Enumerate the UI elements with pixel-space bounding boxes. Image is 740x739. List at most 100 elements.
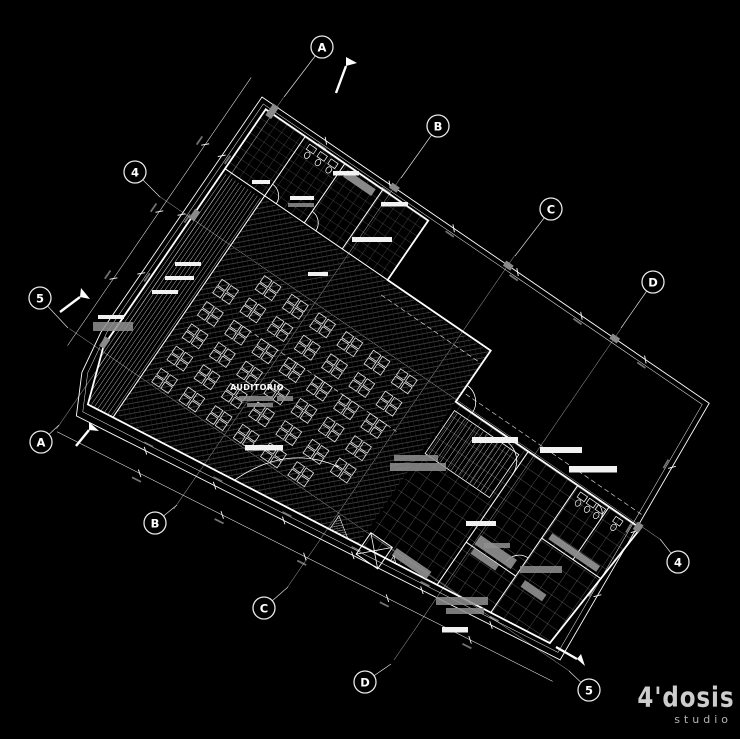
bubble-circle: [143, 511, 167, 535]
seat: [211, 307, 224, 320]
door-swing-arc: [506, 440, 518, 475]
step-line: [465, 438, 495, 481]
callout-label-blur: [165, 276, 194, 280]
seat: [220, 390, 234, 403]
seat: [310, 375, 324, 388]
seat: [262, 407, 276, 421]
logo-wordmark: 4'dosis: [636, 680, 734, 714]
ramp-line: [94, 186, 246, 407]
bubble-label: 5: [36, 291, 44, 305]
seat: [286, 293, 300, 307]
seat: [205, 314, 219, 328]
seat-unit: [345, 435, 372, 462]
step-line: [428, 413, 458, 456]
seat: [295, 397, 309, 411]
room-label-auditorio: AUDITORIO: [230, 383, 284, 392]
ramp-line: [81, 178, 233, 399]
grid-bubble-5: 5: [568, 670, 601, 702]
dimension-text-blur: [445, 230, 455, 238]
ramp-line: [110, 197, 261, 418]
callout-label-blur: [333, 171, 359, 176]
seat: [404, 374, 418, 387]
seat: [321, 360, 334, 374]
step-line: [462, 436, 491, 478]
seat: [245, 374, 258, 387]
seat: [345, 344, 359, 358]
flag-triangle-icon: [346, 57, 357, 66]
grid-bubble-B: B: [143, 504, 178, 535]
callout-label-blur: [381, 202, 408, 207]
seat: [210, 405, 224, 418]
dimension-text-blur: [212, 476, 223, 483]
bubble-circle: [577, 678, 601, 702]
seat-unit: [390, 368, 418, 395]
seat: [314, 389, 328, 402]
boundary-tick: [109, 277, 118, 280]
seat: [338, 394, 351, 407]
ramp-line: [100, 191, 252, 412]
ramp-line: [103, 193, 255, 414]
dimension-text-blur: [636, 361, 647, 369]
seat: [223, 348, 236, 361]
seat: [354, 448, 367, 462]
dimension-text-blur: [195, 135, 204, 146]
seat-unit: [239, 297, 267, 324]
logo-subtitle: studio: [674, 713, 732, 726]
bubble-label: C: [547, 202, 555, 216]
seat-unit: [208, 341, 236, 368]
seat: [248, 311, 262, 324]
seat-unit: [212, 278, 240, 305]
grid-bubble-A: A: [29, 424, 60, 454]
bubble-circle: [28, 286, 52, 310]
seat: [186, 323, 200, 336]
toilet-bowl: [325, 166, 332, 174]
seat: [274, 448, 287, 462]
boundary-tick: [452, 224, 455, 233]
bubble-label: B: [434, 119, 443, 133]
seat: [196, 308, 210, 321]
shaft-box: [355, 532, 394, 570]
boundary-tick: [644, 355, 647, 364]
dimension-text-blur: [508, 274, 519, 282]
section-flag: [555, 645, 585, 666]
seat: [260, 449, 273, 463]
seat: [322, 416, 336, 429]
roof-projection-dashed: [380, 294, 481, 363]
seat: [171, 345, 185, 358]
curved-aisle-line: [230, 457, 339, 484]
seat: [275, 427, 289, 440]
furniture-block: [391, 548, 432, 580]
callout-label-blur: [352, 237, 392, 242]
seat: [280, 322, 294, 335]
counter-bottom: [548, 533, 601, 572]
seat: [239, 304, 253, 318]
boundary-tick: [580, 311, 583, 320]
seat: [307, 340, 321, 354]
seat: [224, 327, 237, 340]
seat: [359, 441, 372, 454]
callout-label-blur: [466, 521, 496, 526]
seat: [305, 383, 319, 396]
seat-unit: [329, 457, 357, 484]
bubble-circle: [29, 430, 53, 454]
seat: [212, 286, 225, 299]
column-marker: [609, 333, 621, 344]
callout-label-blur: [98, 315, 124, 319]
seat: [309, 319, 322, 333]
seat: [233, 333, 246, 346]
bubble-label: 4: [131, 165, 139, 179]
room-label-blur: [239, 396, 273, 401]
toilet-bowl: [314, 159, 322, 167]
annotation-text-blocks: [93, 171, 617, 633]
dimension-text-blur: [296, 559, 307, 566]
seat: [329, 464, 343, 478]
seat: [293, 342, 307, 355]
seat: [257, 415, 270, 428]
room-label-blur: [247, 403, 273, 407]
seat: [377, 355, 391, 369]
flag-triangle-icon: [577, 654, 585, 666]
callout-label-blur: [152, 290, 178, 294]
seat: [180, 351, 194, 365]
seat: [341, 331, 355, 344]
